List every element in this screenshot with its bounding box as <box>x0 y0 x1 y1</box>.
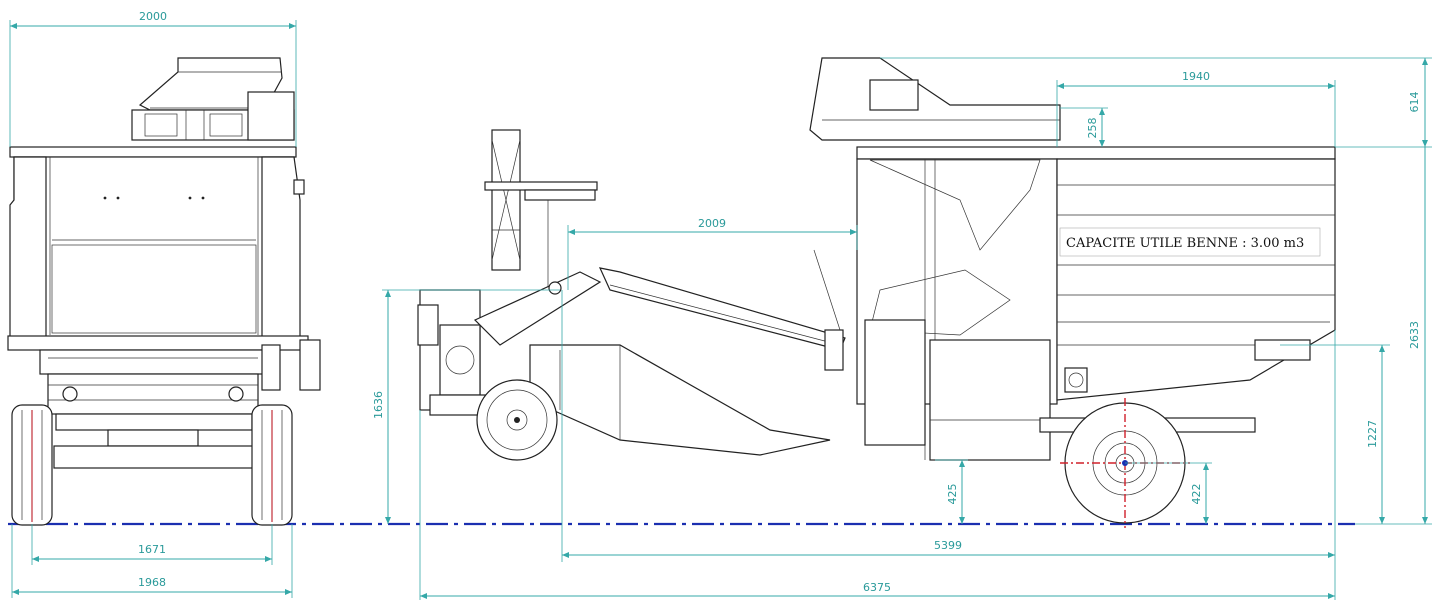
dim-label-422: 422 <box>1190 484 1203 505</box>
dimension-front-track: 1671 <box>31 524 273 565</box>
dimension-elevator-height: 1636 <box>372 289 560 524</box>
dim-label-258: 258 <box>1086 118 1099 139</box>
front-view: 2000 1671 1968 <box>7 10 321 598</box>
picker-head <box>417 289 521 416</box>
dim-label-2000: 2000 <box>139 10 167 23</box>
capacity-label: CAPACITE UTILE BENNE : 3.00 m3 <box>1066 236 1304 251</box>
front-chute <box>131 57 295 141</box>
dimension-front-width-top: 2000 <box>9 10 297 147</box>
side-view: CAPACITE UTILE BENNE : 3.00 m3 1940 <box>372 57 1432 600</box>
side-front-wheel <box>476 379 558 461</box>
dim-label-1671: 1671 <box>138 543 166 556</box>
capacity-label-box <box>1059 227 1321 257</box>
front-right-wheel <box>251 404 293 526</box>
front-top-rim <box>9 146 297 158</box>
dim-label-2009: 2009 <box>698 217 726 230</box>
dimension-front-overall-width: 1968 <box>11 524 293 598</box>
front-left-wheel <box>11 404 53 526</box>
elevator-mast <box>484 129 598 290</box>
dimension-total-height: 2633 <box>1355 147 1432 525</box>
dim-label-1968: 1968 <box>138 576 166 589</box>
dim-label-614: 614 <box>1408 92 1421 113</box>
dimension-platform-height: 425 <box>935 459 968 524</box>
side-chute <box>809 57 1061 141</box>
front-body <box>9 156 305 341</box>
dimension-hopper-offset: 258 <box>1060 107 1108 147</box>
dimension-arm-length: 2009 <box>567 217 858 290</box>
dimension-axle-height: 1227 <box>1280 344 1390 524</box>
dimension-hopper-length: 1940 <box>1056 70 1336 147</box>
dim-label-1636: 1636 <box>372 391 385 419</box>
dimension-overall-length: 6375 <box>419 410 1335 600</box>
dimension-body-length: 5399 <box>561 290 1336 600</box>
dim-label-2633: 2633 <box>1408 321 1421 349</box>
dim-label-5399: 5399 <box>934 539 962 552</box>
dim-label-1940: 1940 <box>1182 70 1210 83</box>
dim-label-6375: 6375 <box>863 581 891 594</box>
front-lower-frame <box>7 335 321 469</box>
side-main-body <box>813 146 1336 461</box>
dimension-wheel-radius: 422 <box>1125 462 1212 524</box>
dim-label-425: 425 <box>946 484 959 505</box>
feed-arm <box>473 267 846 371</box>
dimension-chute-height: 614 <box>880 57 1432 148</box>
side-trough <box>529 344 831 456</box>
dim-label-1227: 1227 <box>1366 420 1379 448</box>
